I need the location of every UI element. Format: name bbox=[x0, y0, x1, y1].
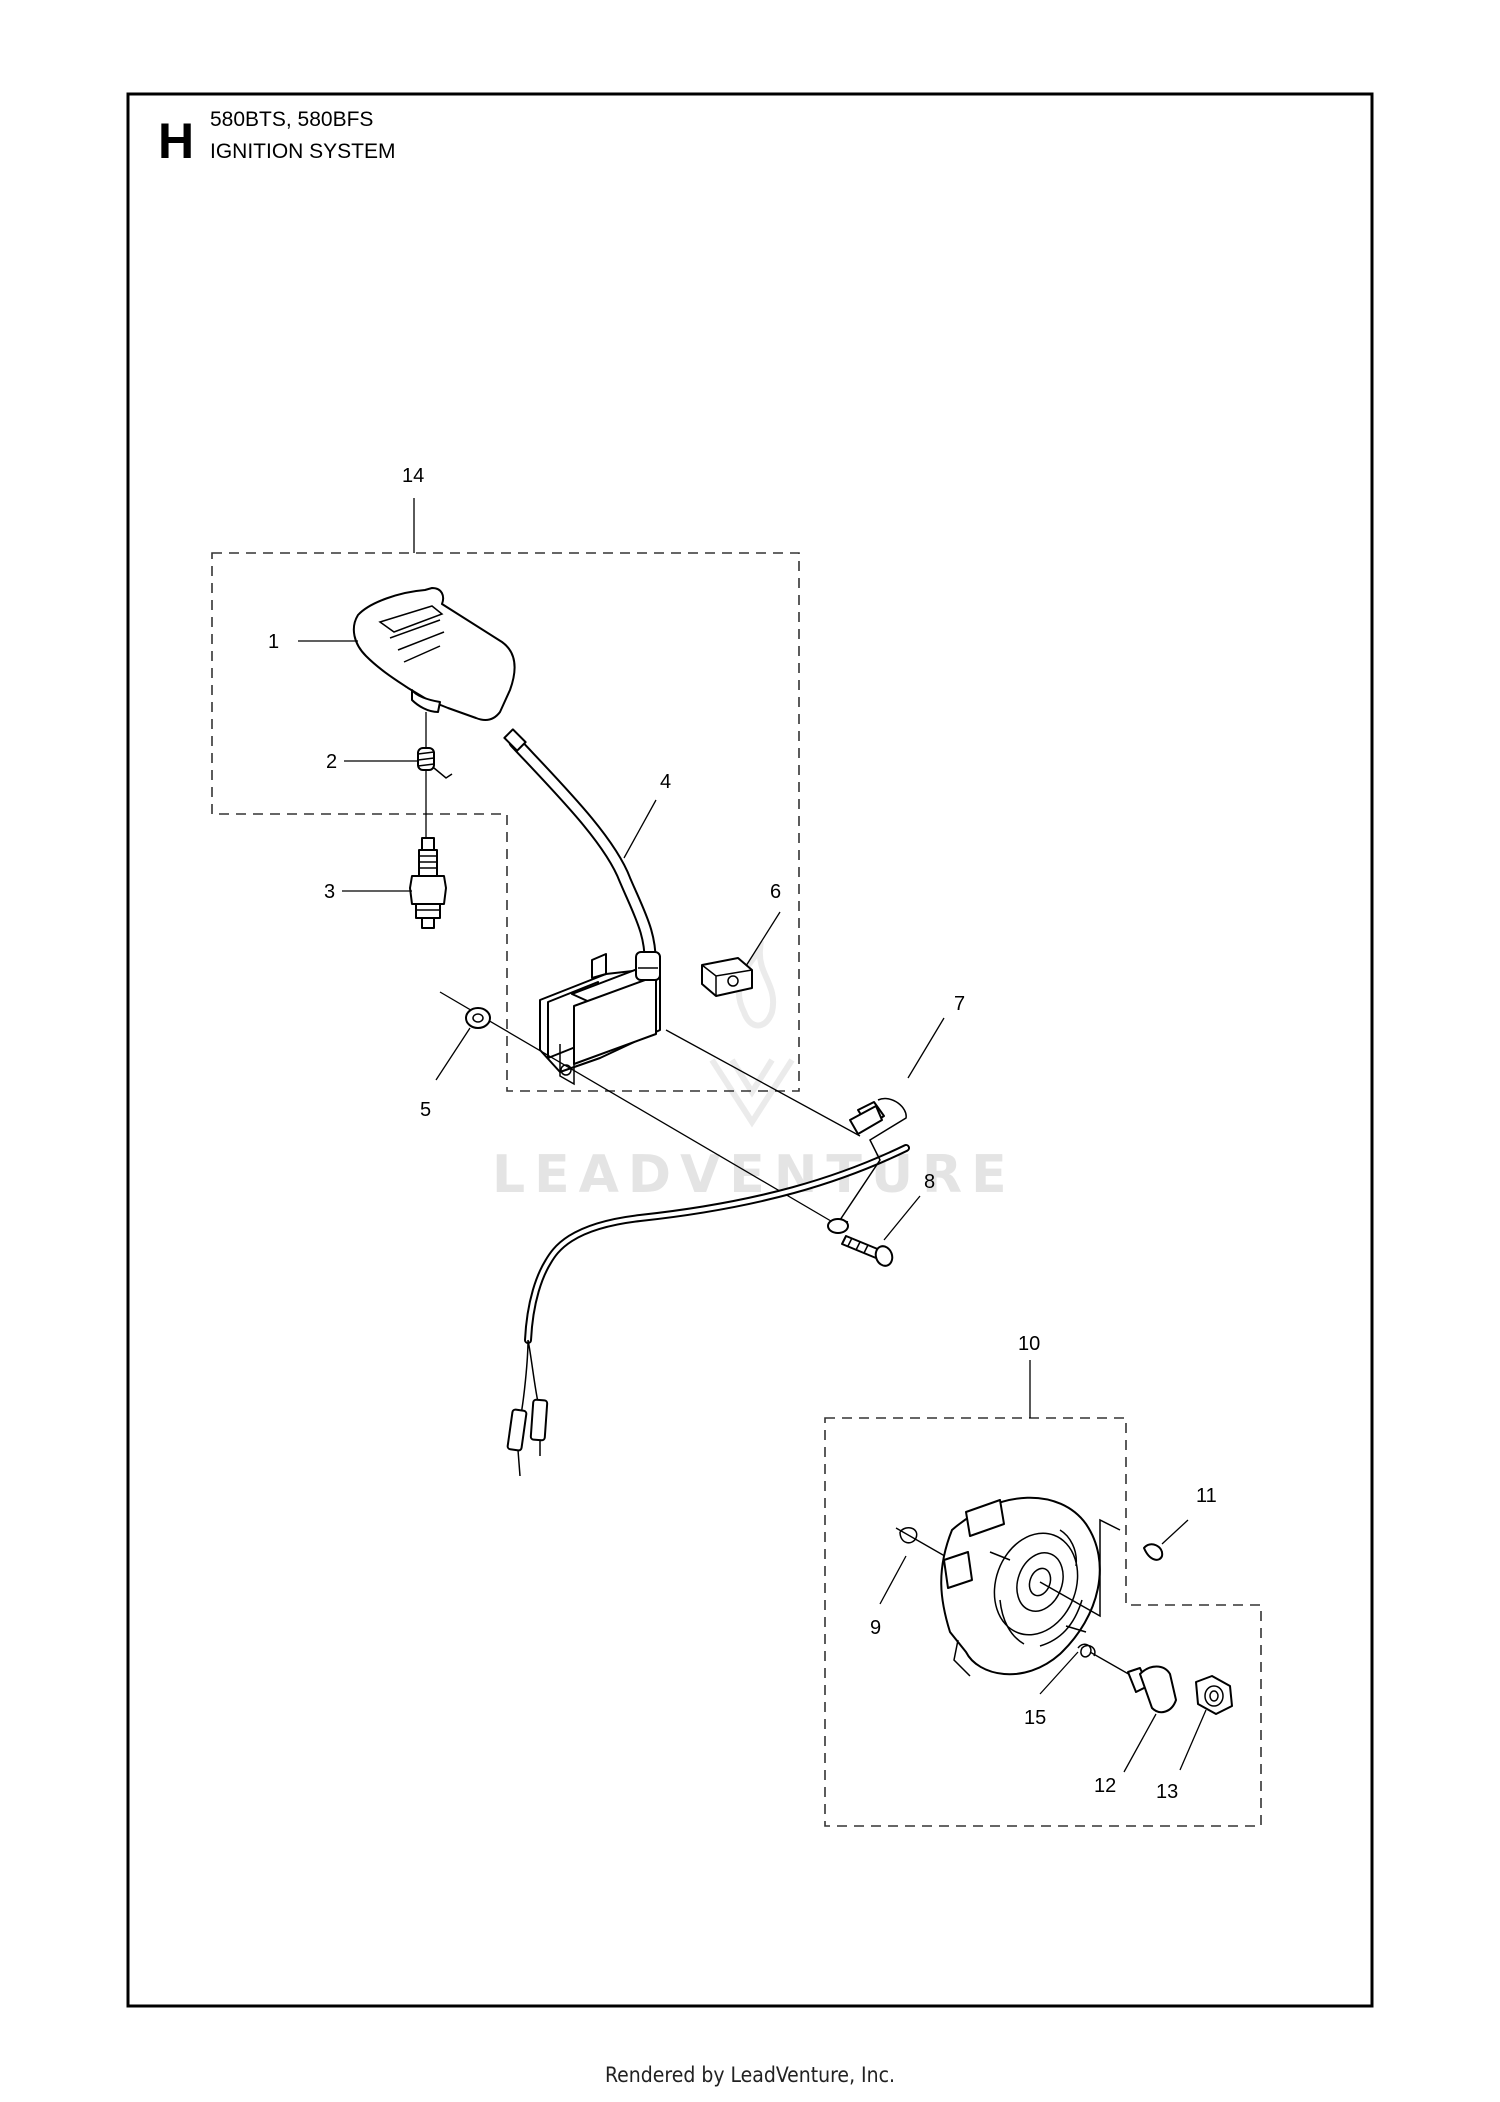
callout-6: 6 bbox=[770, 881, 781, 903]
callout-12-leader bbox=[1123, 1713, 1157, 1773]
part-10-flywheel bbox=[940, 1496, 1121, 1677]
callout-15-leader bbox=[1039, 1651, 1079, 1695]
section-title: IGNITION SYSTEM bbox=[210, 140, 396, 163]
ignition-module bbox=[539, 951, 661, 1086]
part-7-ground-wire bbox=[506, 1097, 910, 1477]
footer-credit: Rendered by LeadVenture, Inc. bbox=[605, 2063, 895, 2087]
part-2-spring bbox=[417, 747, 453, 779]
part-11-key bbox=[1143, 1543, 1164, 1561]
callout-7-leader bbox=[907, 1017, 945, 1079]
callout-8: 8 bbox=[924, 1171, 935, 1193]
callout-11: 11 bbox=[1196, 1485, 1217, 1507]
callout-14: 14 bbox=[402, 465, 424, 487]
callout-6-leader bbox=[745, 911, 781, 967]
callout-4: 4 bbox=[660, 771, 671, 793]
callout-12: 12 bbox=[1094, 1775, 1116, 1797]
callout-11-leader bbox=[1161, 1519, 1189, 1545]
callout-2: 2 bbox=[326, 751, 337, 773]
svg-text:LEADVENTURE: LEADVENTURE bbox=[492, 1145, 1016, 1205]
part-1-plug-cover bbox=[352, 587, 516, 721]
callout-1: 1 bbox=[268, 631, 279, 653]
part-6-grommet bbox=[701, 957, 753, 997]
part-5-spacer bbox=[465, 1007, 491, 1029]
callout-13-leader bbox=[1179, 1709, 1207, 1771]
callout-7: 7 bbox=[954, 993, 965, 1015]
page-frame bbox=[126, 92, 1374, 2008]
kit-10-boundary bbox=[824, 1417, 1262, 1827]
callout-5: 5 bbox=[420, 1099, 431, 1121]
part-12-pawl bbox=[1127, 1665, 1177, 1714]
callout-9-leader bbox=[879, 1555, 907, 1605]
part-3-spark-plug bbox=[409, 837, 447, 929]
section-letter: H bbox=[158, 113, 194, 169]
callout-8-leader bbox=[883, 1195, 921, 1241]
model-numbers: 580BTS, 580BFS bbox=[210, 108, 373, 131]
axis-line-5-8 bbox=[439, 991, 837, 1225]
callout-15: 15 bbox=[1024, 1707, 1046, 1729]
part-4-ignition-lead bbox=[503, 728, 657, 975]
callout-13: 13 bbox=[1156, 1781, 1178, 1803]
part-15-spring bbox=[1077, 1643, 1133, 1677]
callout-9: 9 bbox=[870, 1617, 881, 1639]
part-13-nut bbox=[1195, 1675, 1233, 1715]
leadventure-watermark: LEADVENTURE bbox=[492, 940, 1016, 1205]
part-8-screw bbox=[841, 1235, 894, 1267]
callout-5-leader bbox=[435, 1027, 471, 1081]
callout-4-leader bbox=[623, 799, 657, 859]
kit-14-boundary bbox=[211, 552, 800, 1092]
callout-10: 10 bbox=[1018, 1333, 1040, 1355]
callout-3: 3 bbox=[324, 881, 335, 903]
module-guide-line bbox=[665, 1029, 861, 1137]
